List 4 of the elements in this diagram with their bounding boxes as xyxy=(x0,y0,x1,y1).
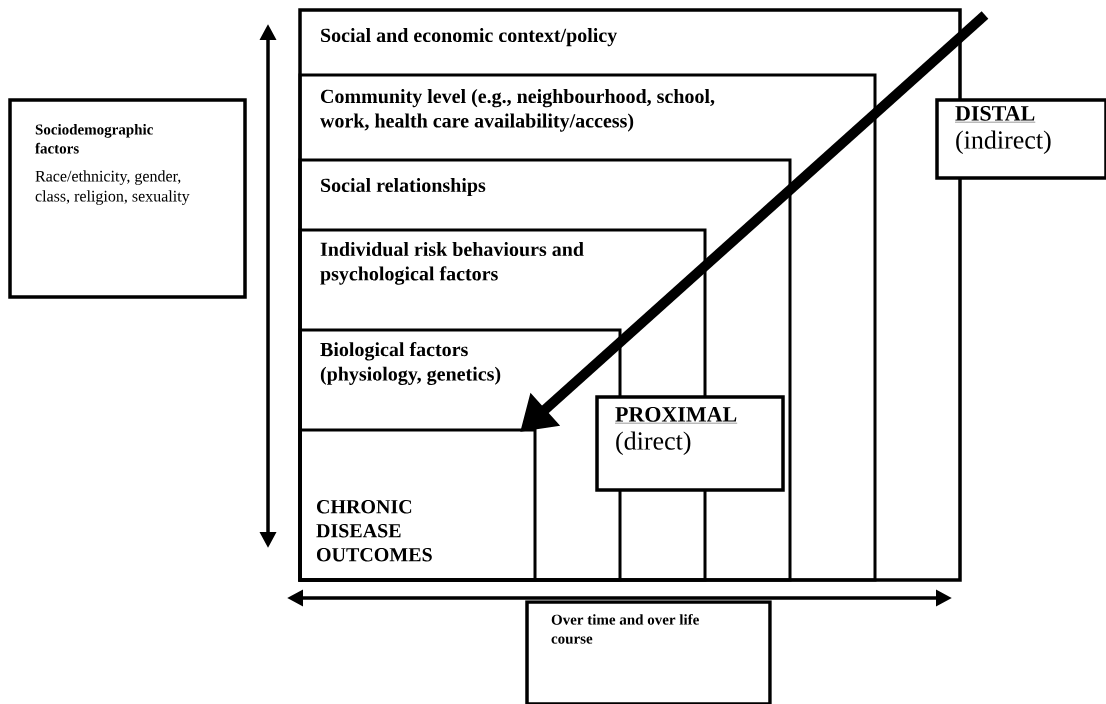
outcome-box: CHRONIC DISEASE OUTCOMES xyxy=(298,428,537,582)
label-box: DISTAL (indirect) xyxy=(935,98,1106,180)
factor-box: Sociodemographic factors Race/ethnicity, gender, class, religion, sexuality xyxy=(8,98,247,299)
caption-box: Over time and over life course xyxy=(525,600,772,704)
